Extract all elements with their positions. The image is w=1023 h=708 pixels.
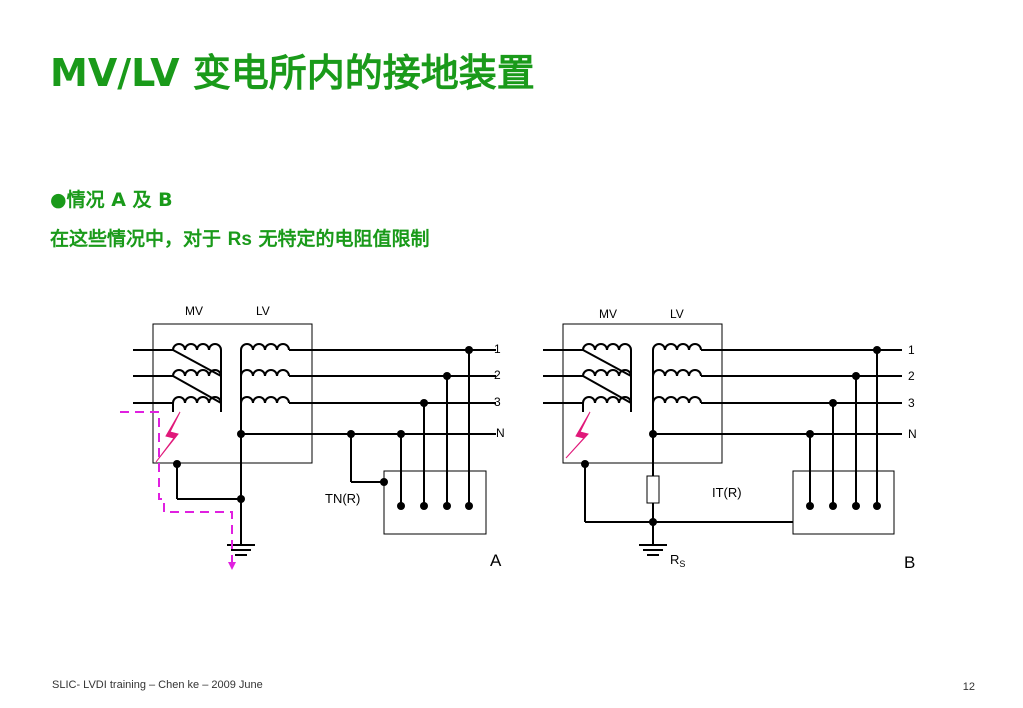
- line-label-a-n: N: [496, 426, 505, 440]
- substation-box-a: [152, 323, 313, 464]
- fault-lightning-icon-b: [565, 411, 591, 459]
- note-rs: Rs: [227, 229, 252, 250]
- lv-label-a: LV: [256, 304, 270, 318]
- note-suffix: 无特定的电阻值限制: [251, 228, 430, 250]
- resistor-label-sub: S: [679, 559, 685, 569]
- line-label-b-n: N: [908, 427, 917, 441]
- line-label-a-1: 1: [494, 342, 501, 356]
- mv-label-b: MV: [599, 307, 617, 321]
- ground-symbol-b: [639, 544, 667, 556]
- bullet-text: 情况 A 及 B: [66, 189, 173, 211]
- line-label-b-3: 3: [908, 396, 915, 410]
- line-label-b-1: 1: [908, 343, 915, 357]
- load-dots-b: [806, 502, 881, 510]
- resistor-rs: [646, 475, 660, 504]
- case-label-b: B: [904, 553, 915, 572]
- mv-coils-a: [172, 343, 222, 412]
- bullet-case-ab: ●情况 A 及 B: [50, 185, 173, 212]
- mv-label-a: MV: [185, 304, 203, 318]
- mv-coils-b: [582, 343, 632, 412]
- fault-lightning-icon-a: [155, 411, 181, 463]
- lv-label-b: LV: [670, 307, 684, 321]
- load-dots-a: [380, 478, 473, 510]
- junction-dots-b: [581, 346, 881, 526]
- case-label-a: A: [490, 551, 502, 570]
- substation-box-b: [562, 323, 723, 464]
- mv-lines-a: [133, 349, 173, 404]
- system-label-b: IT(R): [712, 485, 742, 500]
- diagram-a: MV LV: [120, 304, 505, 570]
- system-label-a: TN(R): [325, 491, 360, 506]
- page-title: MV/LV 变电所内的接地装置: [50, 51, 535, 95]
- mv-lines-b: [543, 349, 583, 404]
- diagram-b: MV LV: [543, 307, 917, 572]
- lv-coils-a: [240, 343, 290, 404]
- lv-coils-b: [652, 343, 702, 404]
- line-label-a-3: 3: [494, 395, 501, 409]
- page-number: 12: [962, 681, 975, 693]
- resistor-label-main: R: [670, 552, 679, 567]
- bullet-marker: ●: [50, 189, 67, 211]
- lv-lines-b: [584, 349, 902, 545]
- load-box-b: [792, 470, 895, 535]
- line-label-a-2: 2: [494, 368, 501, 382]
- fault-arrow-icon-a: [228, 562, 236, 570]
- line-label-b-2: 2: [908, 369, 915, 383]
- junction-dots-a: [173, 346, 473, 503]
- resistor-label-b: RS: [670, 552, 685, 569]
- resistance-note: 在这些情况中，对于 Rs 无特定的电阻值限制: [50, 224, 430, 251]
- load-box-a: [383, 470, 487, 535]
- footer-text: SLIC- LVDI training – Chen ke – 2009 Jun…: [52, 679, 263, 691]
- note-prefix: 在这些情况中，对于: [50, 228, 228, 250]
- fault-current-path-a: [120, 411, 233, 566]
